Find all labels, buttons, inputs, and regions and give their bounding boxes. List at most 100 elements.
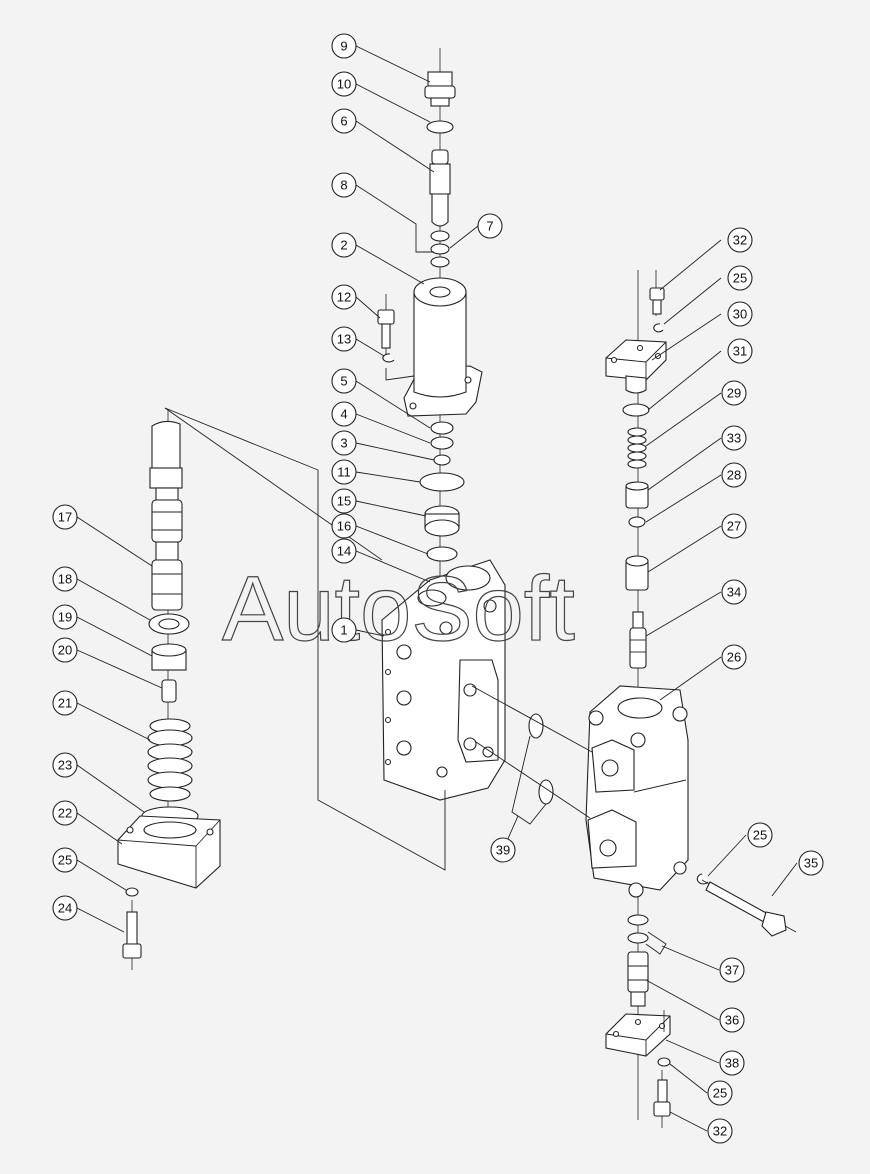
svg-text:25: 25 [58,853,72,868]
part-collar-19 [151,643,187,671]
part-spool-36 [627,951,649,1007]
part-piston-33 [625,481,649,509]
part-sleeve-27 [625,555,649,591]
svg-text:26: 26 [727,650,741,665]
part-cover-38 [605,1010,671,1057]
callout-leaders [76,45,798,1132]
callout-16: 16 [331,513,357,539]
part-oring-11 [419,472,465,492]
part-oring-37b [627,932,649,944]
svg-text:12: 12 [337,290,351,305]
part-bolt-32b [653,1070,671,1128]
callout-10: 10 [331,71,357,97]
svg-text:32: 32 [713,1124,727,1139]
svg-text:25: 25 [753,828,767,843]
callout-27: 27 [721,513,747,539]
callout-7: 7 [477,213,503,239]
svg-text:8: 8 [340,178,347,193]
callout-35: 35 [798,850,824,876]
part-washer-25d [657,1057,671,1067]
svg-text:27: 27 [727,519,741,534]
callout-33: 33 [721,425,747,451]
svg-text:16: 16 [337,519,351,534]
svg-text:38: 38 [725,1056,739,1071]
svg-text:39: 39 [496,843,510,858]
callout-23: 23 [52,752,78,778]
callout-38: 38 [719,1050,745,1076]
svg-text:18: 18 [58,572,72,587]
part-seal-15 [424,505,460,537]
part-spring-29 [627,427,647,469]
part-ring-4 [430,436,454,450]
part-oring-10 [426,120,454,134]
callout-1: 1 [331,617,357,643]
svg-text:35: 35 [804,856,818,871]
callout-29: 29 [721,380,747,406]
callout-14: 14 [331,538,357,564]
callout-37: 37 [719,957,745,983]
callout-25-side: 25 [747,822,773,848]
callout-28: 28 [721,462,747,488]
part-ring-28 [628,516,646,528]
callout-26: 26 [721,644,747,670]
part-valve-block-26 [585,685,689,898]
part-bolt-24 [122,900,142,970]
svg-text:3: 3 [340,436,347,451]
svg-text:19: 19 [58,610,72,625]
svg-text:20: 20 [58,643,72,658]
svg-text:21: 21 [58,696,72,711]
part-bolt-35 [701,879,797,937]
part-cover-30 [605,339,667,394]
callout-20: 20 [52,637,78,663]
svg-text:7: 7 [486,219,493,234]
part-spool-17 [149,420,183,611]
callout-31: 31 [727,338,753,364]
svg-text:33: 33 [727,431,741,446]
callout-25-left: 25 [52,847,78,873]
callout-15: 15 [331,488,357,514]
svg-text:24: 24 [58,901,72,916]
part-bolt-12 [377,294,395,360]
svg-text:9: 9 [340,39,347,54]
svg-text:14: 14 [337,544,351,559]
callout-6: 6 [331,108,357,134]
part-pin-20 [161,679,177,703]
svg-text:13: 13 [337,332,351,347]
svg-text:30: 30 [733,307,747,322]
part-washer-13 [382,353,395,363]
callout-25-bottom: 25 [707,1080,733,1106]
callout-19: 19 [52,604,78,630]
callout-2: 2 [331,232,357,258]
callout-24: 24 [52,895,78,921]
svg-text:36: 36 [725,1013,739,1028]
part-cover-22 [117,815,221,889]
callout-39: 39 [490,837,516,863]
callout-21: 21 [52,690,78,716]
svg-text:32: 32 [733,233,747,248]
part-spool-34 [629,611,647,669]
svg-text:29: 29 [727,386,741,401]
svg-text:22: 22 [58,806,72,821]
part-ring-3 [433,454,451,466]
svg-text:1: 1 [340,623,347,638]
svg-text:11: 11 [337,465,351,480]
svg-text:6: 6 [340,114,347,129]
leader-37-box [645,931,667,955]
callout-17: 17 [52,504,78,530]
connection-line-b [475,741,591,819]
part-ring-8 [430,230,450,242]
svg-text:25: 25 [713,1086,727,1101]
svg-text:25: 25 [733,271,747,286]
callout-11: 11 [331,459,357,485]
callout-12: 12 [331,284,357,310]
part-ring-7a [430,243,450,255]
part-ring-7b [430,256,450,268]
callout-32-top: 32 [727,227,753,253]
part-oring-37a [627,914,649,926]
part-plug-9 [424,71,456,107]
svg-text:4: 4 [340,407,347,422]
callout-9: 9 [331,33,357,59]
svg-text:28: 28 [727,468,741,483]
svg-text:17: 17 [58,510,72,525]
